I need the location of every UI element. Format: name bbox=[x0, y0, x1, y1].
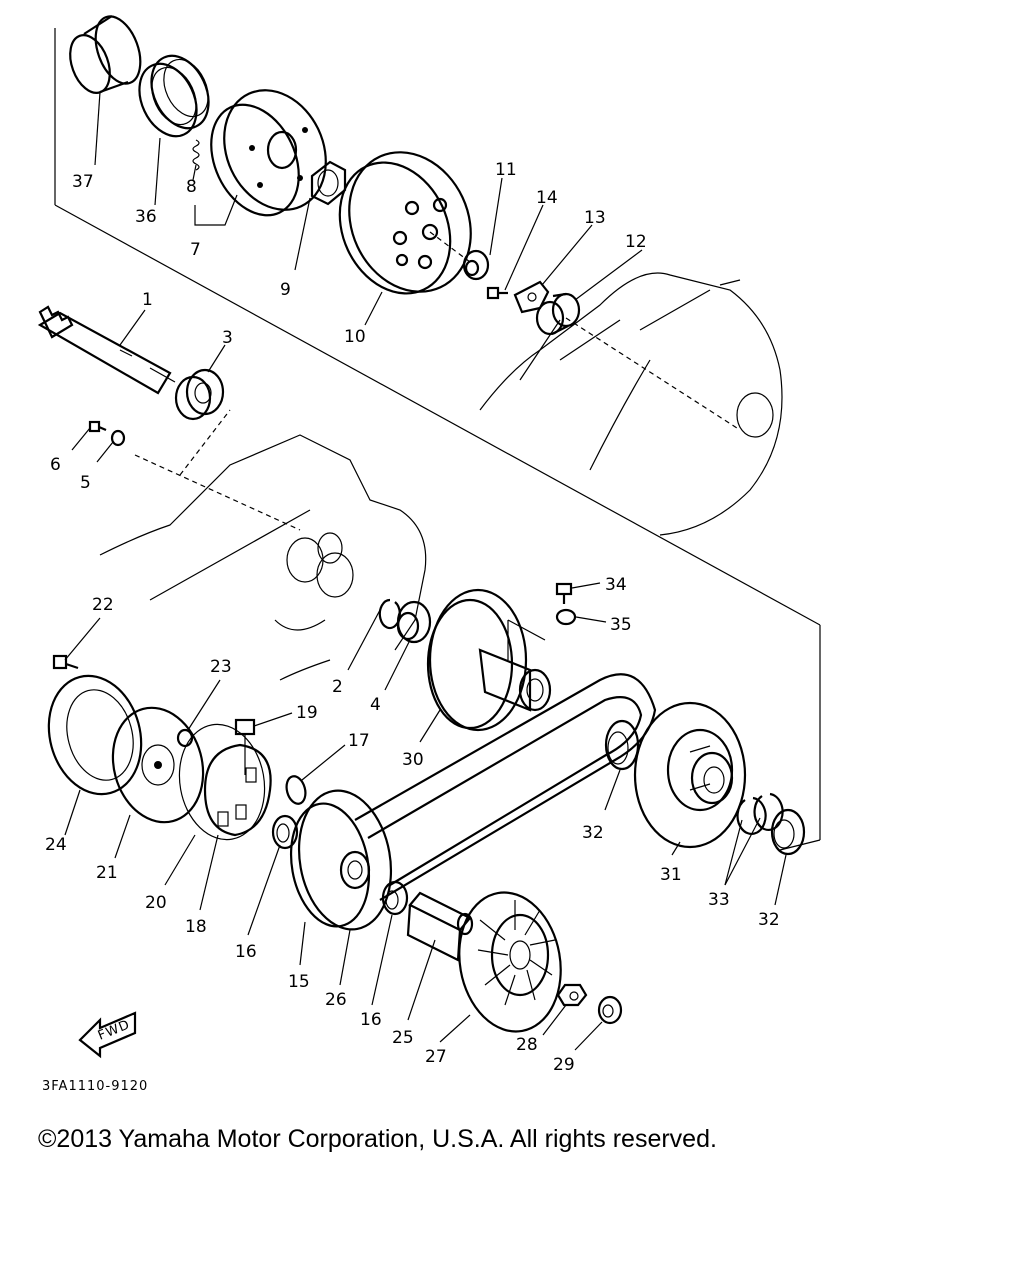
part-4-bearing bbox=[396, 600, 432, 644]
callout-17: 17 bbox=[348, 731, 370, 751]
part-28-spider bbox=[556, 983, 588, 1007]
part-25-collar bbox=[406, 891, 474, 962]
part-18-ramp-plate bbox=[203, 743, 272, 837]
callout-15: 15 bbox=[288, 972, 310, 992]
callout-20: 20 bbox=[145, 893, 167, 913]
parts-diagram: FWD bbox=[37, 15, 821, 1094]
part-27-fan-sheave bbox=[458, 891, 562, 1033]
callout-37: 37 bbox=[72, 172, 94, 192]
callout-31: 31 bbox=[660, 865, 682, 885]
callout-6: 6 bbox=[50, 455, 61, 475]
part-35-collar bbox=[555, 608, 577, 626]
part-32-seal-a bbox=[604, 719, 640, 771]
part-5-washer bbox=[110, 429, 126, 447]
copyright-notice: ©2013 Yamaha Motor Corporation, U.S.A. A… bbox=[38, 1125, 717, 1153]
callout-28: 28 bbox=[516, 1035, 538, 1055]
callout-26: 26 bbox=[325, 990, 347, 1010]
callout-8: 8 bbox=[186, 177, 197, 197]
callout-10: 10 bbox=[344, 327, 366, 347]
callout-33: 33 bbox=[708, 890, 730, 910]
part-8-spring bbox=[192, 139, 200, 171]
part-29-nut bbox=[597, 995, 623, 1025]
part-19-slider bbox=[234, 718, 256, 775]
fwd-arrow-icon: FWD bbox=[78, 1011, 137, 1059]
part-24-cover bbox=[47, 674, 143, 796]
callout-3: 3 bbox=[222, 328, 233, 348]
part-13-plate bbox=[513, 280, 550, 314]
part-10-clutch-housing bbox=[338, 151, 472, 295]
part-11-nut bbox=[462, 249, 490, 281]
part-34-bolt bbox=[555, 582, 573, 604]
callout-9: 9 bbox=[280, 280, 291, 300]
callout-16a: 16 bbox=[235, 942, 257, 962]
part-37-cup bbox=[69, 15, 142, 94]
part-9-nut bbox=[310, 160, 347, 206]
callout-5: 5 bbox=[80, 473, 91, 493]
callout-13: 13 bbox=[584, 208, 606, 228]
part-30-primary-sheave bbox=[426, 588, 552, 732]
assembly-outline bbox=[54, 28, 821, 851]
callout-24: 24 bbox=[45, 835, 67, 855]
callout-23: 23 bbox=[210, 657, 232, 677]
part-36-spring bbox=[138, 54, 210, 138]
callout-21: 21 bbox=[96, 863, 118, 883]
callout-18: 18 bbox=[185, 917, 207, 937]
part-21-plate bbox=[111, 706, 205, 824]
part-3-bearing bbox=[174, 368, 225, 421]
v-belt bbox=[354, 673, 657, 901]
callout-4: 4 bbox=[370, 695, 381, 715]
part-22-bolt bbox=[52, 654, 79, 670]
part-17-weight bbox=[285, 775, 307, 805]
callout-34: 34 bbox=[605, 575, 627, 595]
part-23-bushing bbox=[176, 728, 194, 748]
leader-lines bbox=[64, 91, 787, 1051]
callout-19: 19 bbox=[296, 703, 318, 723]
callout-35: 35 bbox=[610, 615, 632, 635]
crankcase-cover bbox=[479, 272, 783, 536]
callout-1: 1 bbox=[142, 290, 153, 310]
part-20-ring bbox=[178, 723, 266, 841]
callout-12: 12 bbox=[625, 232, 647, 252]
callout-30: 30 bbox=[402, 750, 424, 770]
part-6-bolt bbox=[88, 420, 107, 433]
part-33-circlips bbox=[736, 792, 784, 835]
callout-11: 11 bbox=[495, 160, 517, 180]
crankcase bbox=[99, 409, 427, 681]
part-15-movable-sheave bbox=[289, 789, 393, 931]
diagram-reference-code: 3FA1110-9120 bbox=[42, 1079, 148, 1094]
callout-labels: 37 36 8 7 9 10 11 14 13 12 1 3 6 5 34 35… bbox=[45, 160, 780, 1075]
callout-7: 7 bbox=[190, 240, 201, 260]
callout-27: 27 bbox=[425, 1047, 447, 1067]
callout-25: 25 bbox=[392, 1028, 414, 1048]
part-31-secondary-sheave bbox=[633, 701, 747, 849]
part-14-bolt bbox=[486, 286, 508, 300]
callout-2: 2 bbox=[332, 677, 343, 697]
callout-32b: 32 bbox=[758, 910, 780, 930]
callout-16b: 16 bbox=[360, 1010, 382, 1030]
part-16-seal-b bbox=[381, 880, 409, 916]
callout-14: 14 bbox=[536, 188, 558, 208]
callout-32a: 32 bbox=[582, 823, 604, 843]
callout-36: 36 bbox=[135, 207, 157, 227]
callout-29: 29 bbox=[553, 1055, 575, 1075]
part-1-shaft bbox=[37, 305, 176, 395]
part-32-seal-b bbox=[770, 808, 806, 856]
part-7-clutch-carrier bbox=[210, 89, 327, 217]
part-16-seal-a bbox=[271, 814, 299, 850]
callout-22: 22 bbox=[92, 595, 114, 615]
part-2-circlip bbox=[378, 598, 401, 630]
